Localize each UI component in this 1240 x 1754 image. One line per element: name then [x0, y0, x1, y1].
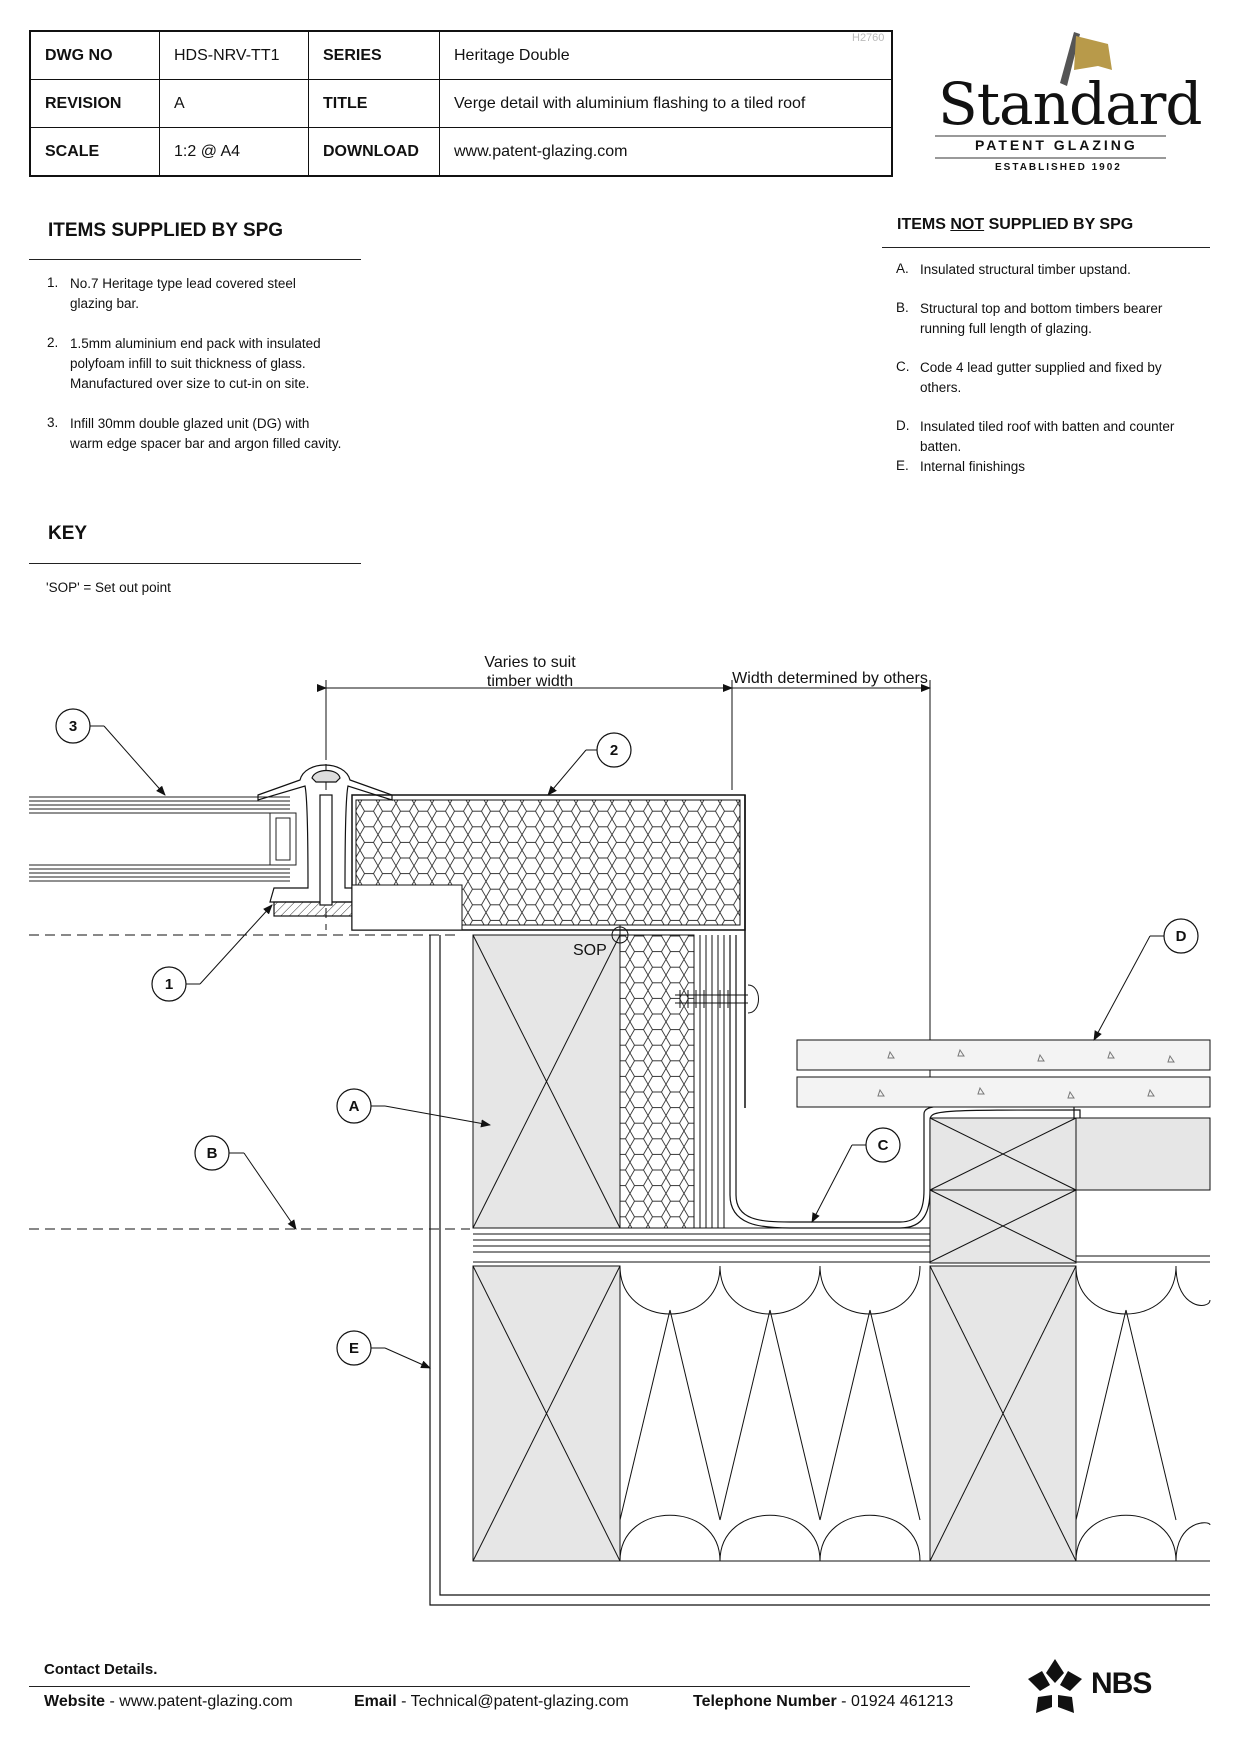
scale-label: SCALE [29, 127, 160, 177]
logo-rule-2 [935, 157, 1166, 159]
nbs-wordmark: NBS [1091, 1667, 1152, 1700]
nbs-logo-icon [1028, 1659, 1082, 1713]
callout-a: A [349, 1098, 360, 1115]
download-link[interactable]: www.patent-glazing.com [439, 127, 893, 177]
dimension-label-line2: timber width [487, 673, 573, 690]
key-text: 'SOP' = Set out point [46, 580, 171, 595]
contact-rule [29, 1686, 970, 1687]
not-supplied-a-letter: A. [896, 261, 909, 276]
counter-batten [929, 1117, 1211, 1264]
callout-d: D [1176, 928, 1187, 945]
supplied-item-1-line1: No.7 Heritage type lead covered steel [70, 276, 296, 291]
supplied-item-2-line3: Manufactured over size to cut-in on site… [70, 376, 310, 391]
callout-b: B [207, 1145, 218, 1162]
callout-e: E [349, 1340, 359, 1357]
supplied-item-2-line2: polyfoam infill to suit thickness of gla… [70, 356, 306, 371]
not-supplied-b-line1: Structural top and bottom timbers bearer [920, 301, 1163, 316]
title-value: Verge detail with aluminium flashing to … [439, 79, 893, 128]
lower-structure [472, 1265, 1210, 1562]
contact-website: Website - www.patent-glazing.com [44, 1693, 293, 1710]
dimension-label-width: Width determined by others [732, 670, 928, 687]
not-supplied-b-line2: running full length of glazing. [920, 321, 1092, 336]
verge-detail-drawing: 3 2 1 A B C D E Varies to suit timber wi… [29, 654, 1211, 1606]
not-supplied-d-line1: Insulated tiled roof with batten and cou… [920, 419, 1175, 434]
supplied-item-2-number: 2. [47, 335, 59, 350]
not-supplied-d-letter: D. [896, 418, 910, 433]
supplied-rule [29, 259, 361, 260]
not-supplied-heading: ITEMS NOT SUPPLIED BY SPG [897, 216, 1133, 234]
logo-subtitle: PATENT GLAZING [975, 137, 1138, 153]
supplied-item-1-line2: glazing bar. [70, 296, 140, 311]
series-value: Heritage Double [439, 30, 893, 80]
title-label: TITLE [308, 79, 440, 128]
supplied-heading: ITEMS SUPPLIED BY SPG [48, 220, 284, 241]
phone-label: Telephone Number [693, 1693, 837, 1710]
not-supplied-c-line2: others. [920, 380, 962, 395]
contact-email: Email - Technical@patent-glazing.com [354, 1693, 629, 1710]
dimension-label-line1: Varies to suit [484, 654, 576, 671]
roof-tiles [796, 1039, 1211, 1108]
supplied-item-3-number: 3. [47, 415, 59, 430]
phone-number: 01924 461213 [850, 1693, 954, 1710]
not-supplied-heading-pre: ITEMS [897, 216, 951, 233]
not-supplied-e-line1: Internal finishings [920, 459, 1026, 474]
not-supplied-rule [882, 247, 1210, 248]
logo-wordmark: Standard [938, 70, 1203, 138]
supplied-item-3-line1: Infill 30mm double glazed unit (DG) with [70, 416, 310, 431]
logo-established: ESTABLISHED 1902 [995, 162, 1122, 173]
dwg-no-label: DWG NO [29, 30, 160, 80]
callout-bubbles [55, 708, 1199, 1366]
drawing-code: H2760 [852, 32, 885, 44]
supplied-item-3-line2: warm edge spacer bar and argon filled ca… [70, 436, 342, 451]
callout-leaders [90, 725, 1164, 1369]
logo-rule [935, 135, 1166, 137]
callout-3: 3 [69, 718, 77, 735]
title-block: DWG NO HDS-NRV-TT1 SERIES Heritage Doubl… [29, 30, 893, 177]
not-supplied-a-line1: Insulated structural timber upstand. [920, 262, 1131, 277]
contact-heading: Contact Details. [44, 1661, 158, 1678]
download-label: DOWNLOAD [308, 127, 440, 177]
email-link[interactable]: Technical@patent-glazing.com [410, 1693, 629, 1710]
not-supplied-heading-not: NOT [950, 216, 985, 233]
supplied-item-1-number: 1. [47, 275, 59, 290]
scale-value: 1:2 @ A4 [159, 127, 309, 177]
dwg-no-value: HDS-NRV-TT1 [159, 30, 309, 80]
callout-2: 2 [610, 742, 618, 759]
not-supplied-d-line2: batten. [920, 439, 962, 454]
internal-finishings [429, 935, 1210, 1606]
not-supplied-heading-post: SUPPLIED BY SPG [984, 216, 1134, 233]
sop-label: SOP [573, 942, 607, 959]
not-supplied-b-letter: B. [896, 300, 909, 315]
key-rule [29, 563, 361, 564]
series-label: SERIES [308, 30, 440, 80]
supplied-item-2-line1: 1.5mm aluminium end pack with insulated [70, 336, 321, 351]
key-heading: KEY [48, 523, 88, 544]
sop-marker [610, 925, 630, 945]
revision-value: A [159, 79, 309, 128]
flag-logo-icon [1060, 32, 1112, 86]
aluminium-end-pack [351, 794, 746, 1108]
email-label: Email [354, 1693, 397, 1710]
not-supplied-c-letter: C. [896, 359, 910, 374]
double-glazed-unit [29, 796, 297, 882]
not-supplied-e-letter: E. [896, 458, 909, 473]
website-label: Website [44, 1693, 106, 1710]
contact-phone: Telephone Number - 01924 461213 [693, 1693, 954, 1710]
timber-upstand [472, 934, 725, 1229]
insulation-quilt [619, 1265, 1211, 1562]
bearer-timbers [473, 1227, 1210, 1263]
revision-label: REVISION [29, 79, 160, 128]
callout-1: 1 [165, 976, 173, 993]
callout-c: C [878, 1137, 889, 1154]
centre-lines [29, 700, 470, 1230]
not-supplied-c-line1: Code 4 lead gutter supplied and fixed by [920, 360, 1162, 375]
website-link[interactable]: www.patent-glazing.com [119, 1693, 293, 1710]
